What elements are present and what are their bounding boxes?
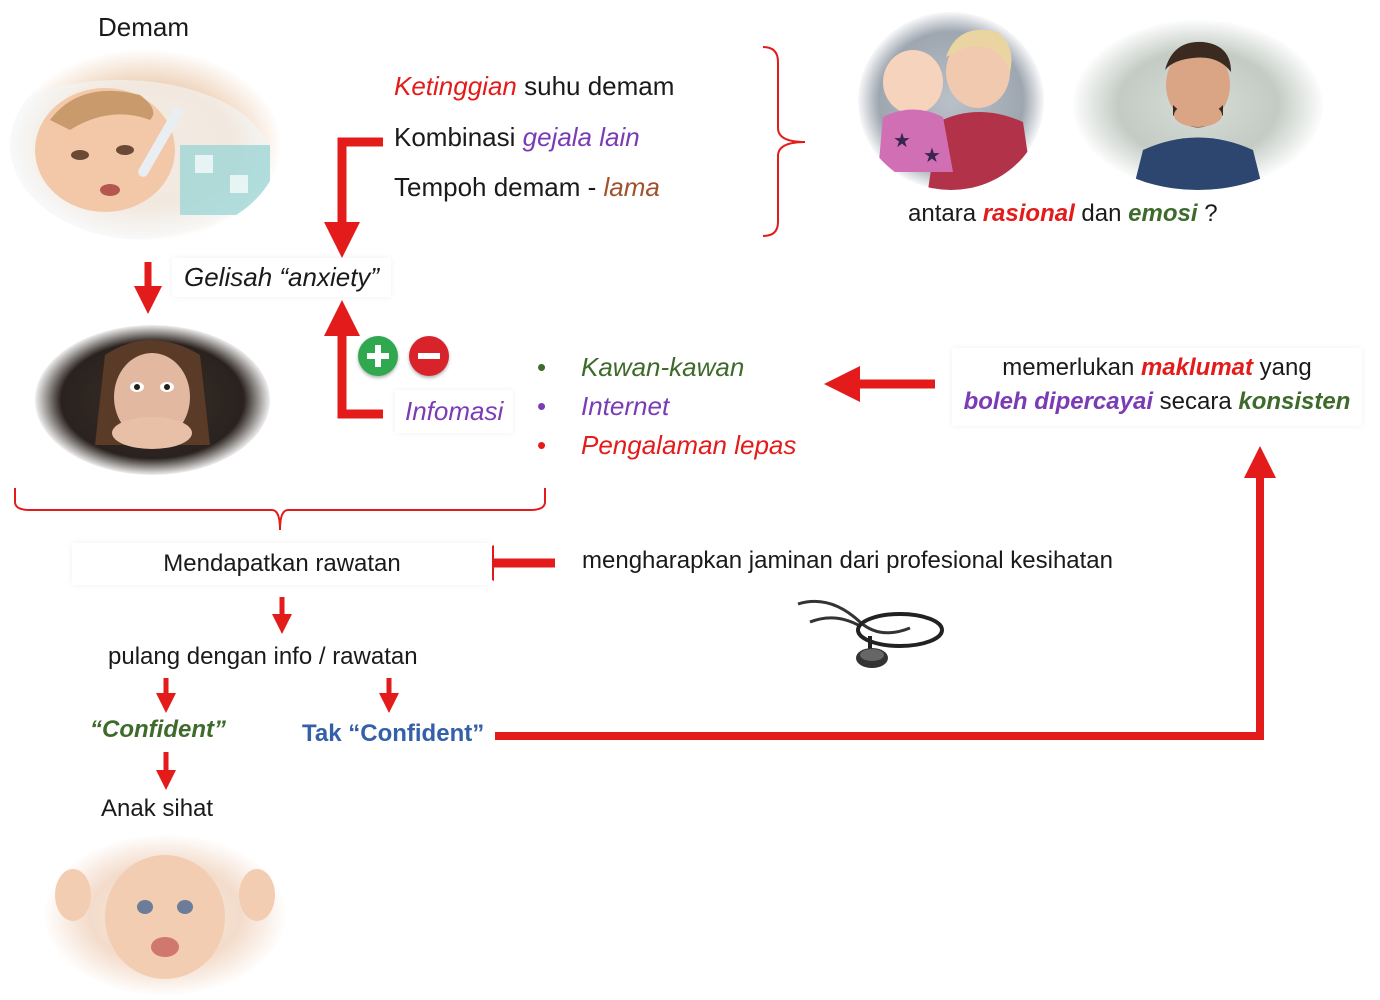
stethoscope-icon — [790, 592, 950, 682]
maklumat-yang: yang — [1253, 354, 1312, 381]
factor-ketinggian: Ketinggian suhu demam — [394, 71, 674, 102]
maklumat-boleh: boleh dipercayai — [963, 388, 1153, 415]
source-internet: Internet — [581, 391, 670, 421]
maklumat-line1: memerlukan maklumat yang — [952, 354, 1362, 382]
factor-tempoh: Tempoh demam - lama — [394, 172, 660, 203]
bullet: • — [537, 352, 547, 382]
mendapatkan-box: Mendapatkan rawatan — [72, 543, 492, 585]
factor-kombinasi-pre: Kombinasi — [394, 122, 523, 152]
pulang-text: pulang dengan info / rawatan — [108, 643, 418, 670]
list-item: • Kawan-kawan — [537, 352, 796, 391]
mendapatkan-label: Mendapatkan rawatan — [163, 550, 401, 577]
worried-man-photo — [1073, 20, 1323, 190]
svg-text:★: ★ — [893, 130, 911, 152]
maklumat-box: memerlukan maklumat yang boleh dipercaya… — [952, 348, 1362, 426]
antara-emosi: emosi — [1128, 200, 1198, 227]
maklumat-em: maklumat — [1140, 354, 1254, 381]
tak-confident-label: Tak “Confident” — [302, 720, 485, 747]
infomasi-label: Infomasi — [395, 390, 514, 433]
brace-factors — [762, 46, 806, 237]
antara-pre: antara — [908, 200, 983, 227]
maklumat-konsisten: konsisten — [1238, 388, 1351, 415]
bullet: • — [537, 391, 547, 421]
sick-baby-photo — [10, 50, 280, 240]
anxious-woman-photo — [35, 325, 270, 475]
antara-post: ? — [1197, 200, 1218, 227]
plus-circle-icon — [358, 336, 398, 376]
minus-circle-icon — [409, 336, 449, 376]
bullet: • — [537, 430, 547, 460]
arrow-feedback-to-maklumat — [495, 446, 1276, 740]
label-demam: Demam — [98, 12, 190, 42]
maklumat-pre: memerlukan — [1002, 354, 1141, 381]
factor-tempoh-pre: Tempoh demam - — [394, 172, 604, 202]
sources-list: • Kawan-kawan • Internet • Pengalaman lepas — [537, 352, 796, 469]
arrow-factors-to-gelisah — [324, 137, 383, 258]
antara-text: antara rasional dan emosi ? — [908, 200, 1218, 228]
healthy-baby-photo — [45, 835, 285, 995]
brace-bottom — [14, 488, 546, 531]
antara-rasional: rasional — [982, 200, 1075, 227]
mengharapkan-text: mengharapkan jaminan dari profesional ke… — [582, 547, 1113, 574]
factor-ketinggian-em: Ketinggian — [394, 71, 517, 101]
svg-text:★: ★ — [923, 145, 941, 167]
maklumat-secara: secara — [1153, 388, 1239, 415]
grandmother-baby-photo: ★ ★ — [858, 12, 1044, 190]
confident-label: “Confident” — [90, 716, 226, 743]
factor-tempoh-em: lama — [603, 172, 660, 202]
source-pengalaman: Pengalaman lepas — [581, 430, 797, 460]
gelisah-anxiety: Gelisah “anxiety” — [172, 258, 392, 297]
factor-kombinasi: Kombinasi gejala lain — [394, 122, 640, 153]
source-kawan: Kawan-kawan — [581, 352, 745, 382]
list-item: • Internet — [537, 391, 796, 430]
antara-mid: dan — [1074, 200, 1129, 227]
factor-ketinggian-rest: suhu demam — [516, 71, 675, 101]
list-item: • Pengalaman lepas — [537, 430, 796, 469]
anak-sihat-label: Anak sihat — [101, 795, 214, 822]
maklumat-line2: boleh dipercayai secara konsisten — [952, 388, 1362, 416]
arrow-info-to-gelisah — [324, 300, 383, 419]
factor-kombinasi-em: gejala lain — [522, 122, 640, 152]
